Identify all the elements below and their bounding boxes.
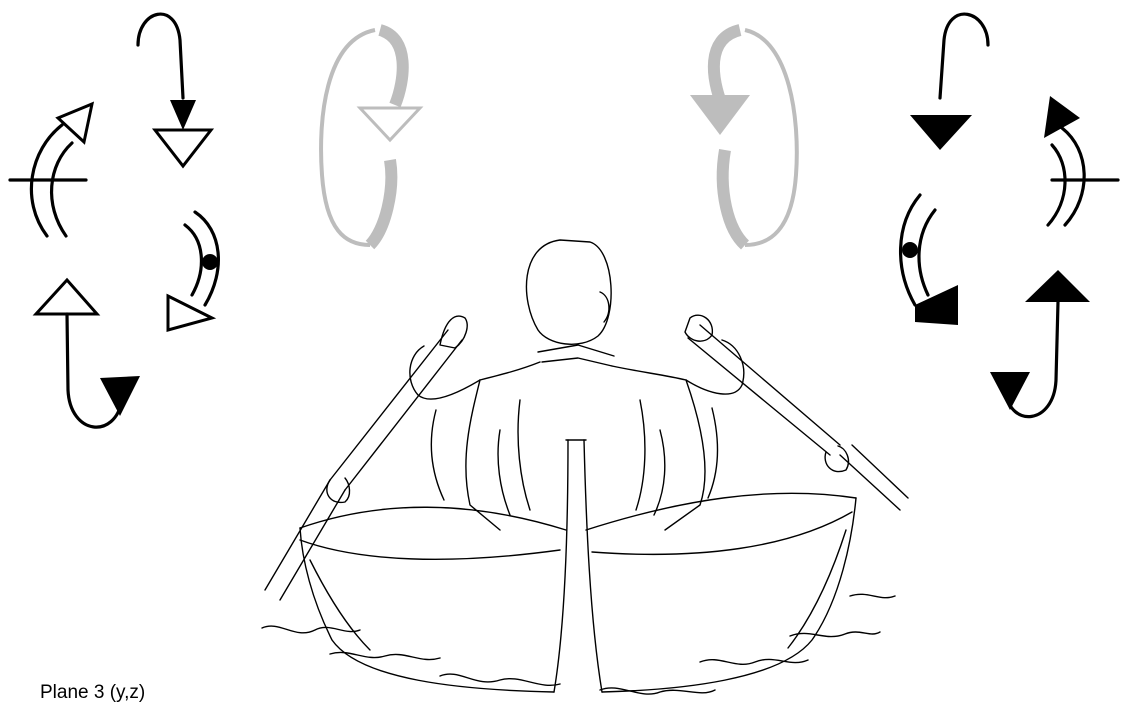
- plane-caption: Plane 3 (y,z): [40, 683, 145, 702]
- left-hook-up-arrow-icon: [36, 280, 140, 427]
- right-hook-up-arrow-icon: [990, 270, 1090, 417]
- right-hook-down-arrow-icon: [910, 14, 988, 150]
- rowing-figure-icon: [262, 240, 908, 694]
- grey-clockwise-rotation-icon: [321, 30, 420, 245]
- right-arc-up-arrow-icon: [1044, 96, 1118, 225]
- right-arc-down-arrow-icon: [901, 195, 958, 325]
- left-arc-down-arrow-icon: [168, 212, 218, 330]
- left-arc-up-arrow-icon: [10, 104, 92, 236]
- right-arrow-group: [901, 14, 1118, 417]
- left-arrow-group: [10, 14, 218, 427]
- left-hook-down-arrow-icon: [138, 14, 211, 166]
- grey-counterclockwise-rotation-icon: [690, 30, 797, 245]
